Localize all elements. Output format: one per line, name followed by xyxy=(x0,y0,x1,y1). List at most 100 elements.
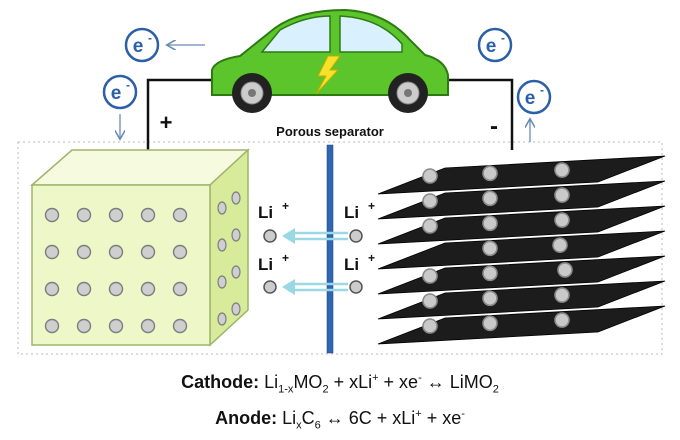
anode-lithium-sphere xyxy=(422,293,438,309)
anode-lithium-sphere xyxy=(422,193,438,209)
cathode-site-dot xyxy=(140,318,156,334)
positive-terminal-label: + xyxy=(160,110,173,135)
cathode-site-dot xyxy=(140,244,156,260)
cathode-site-dot xyxy=(140,281,156,297)
negative-terminal-label: - xyxy=(490,113,498,140)
cathode-equation-label: Cathode: xyxy=(181,372,260,392)
graphite-sheet xyxy=(377,280,666,320)
cathode-side-dot xyxy=(217,275,227,289)
anode-equation: Anode: LixC6 ↔ 6C + xLi+ + xe- xyxy=(215,408,465,432)
ion-arrow-lower xyxy=(282,279,348,295)
cathode-side-dot xyxy=(217,312,227,326)
anode-lithium-sphere xyxy=(554,187,570,203)
graphite-sheet xyxy=(377,230,666,270)
electrolyte-frame xyxy=(17,141,663,355)
porous-separator xyxy=(326,144,334,354)
electron-badge-right: e - xyxy=(516,79,552,115)
anode-lithium-sphere xyxy=(554,312,570,328)
graphite-sheet xyxy=(377,305,666,345)
cathode-site-dot xyxy=(108,318,124,334)
anode-graphite-layers xyxy=(377,155,666,345)
graphite-sheet xyxy=(377,180,666,220)
graphite-sheet xyxy=(377,255,666,295)
cathode-site-dot xyxy=(76,207,92,223)
svg-text:-: - xyxy=(148,31,152,45)
svg-text:+: + xyxy=(368,251,375,265)
anode-lithium-sphere xyxy=(482,215,498,232)
cathode-site-dot xyxy=(172,281,188,297)
svg-text:+: + xyxy=(368,199,375,213)
cathode-lithium-sites xyxy=(44,191,241,334)
cathode-site-dot xyxy=(76,318,92,334)
cathode-site-dot xyxy=(172,318,188,334)
ion-arrow-upper xyxy=(282,228,348,244)
svg-text:e: e xyxy=(133,36,144,57)
svg-text:Li: Li xyxy=(258,255,273,274)
electric-car-icon xyxy=(211,8,449,113)
anode-lithium-sphere xyxy=(554,162,570,178)
anode-lithium-sphere xyxy=(422,268,438,284)
anode-lithium-sphere xyxy=(554,212,570,228)
cathode-equation: Cathode: Li1-xMO2 + xLi+ + xe- ↔ LiMO2 xyxy=(181,372,499,396)
circuit-wire-left xyxy=(146,78,225,150)
svg-text:e: e xyxy=(111,83,122,104)
anode-equation-label: Anode: xyxy=(215,408,278,428)
cathode-site-dot xyxy=(44,244,60,260)
cathode-site-dot xyxy=(108,281,124,297)
electron-badge-top-left: e - xyxy=(124,27,160,63)
svg-text:-: - xyxy=(126,78,130,92)
anode-lithium-sphere xyxy=(482,315,498,332)
svg-text:+: + xyxy=(282,251,289,265)
anode-lithium-sphere xyxy=(422,168,438,184)
anode-lithium-sphere xyxy=(554,287,570,303)
car-rear-window xyxy=(339,15,403,53)
anode-lithium-sphere xyxy=(482,265,498,282)
anode-lithium-sphere xyxy=(552,237,568,253)
graphite-sheet xyxy=(377,155,666,195)
lightning-icon xyxy=(315,55,341,95)
cathode-side-dot xyxy=(231,191,241,205)
cathode-side-dot xyxy=(231,265,241,279)
cathode-site-dot xyxy=(76,244,92,260)
svg-text:Li: Li xyxy=(258,203,273,222)
car-front-window xyxy=(260,15,331,53)
cathode-site-dot xyxy=(172,207,188,223)
svg-text:+: + xyxy=(282,199,289,213)
graphite-sheet xyxy=(377,205,666,245)
anode-lithium-sphere xyxy=(557,262,573,278)
anode-lithium-sphere xyxy=(482,290,498,307)
anode-lithium-sphere xyxy=(422,218,438,234)
li-ion-left-lower: Li + xyxy=(258,251,289,294)
svg-text:-: - xyxy=(540,83,544,97)
cathode-site-dot xyxy=(44,318,60,334)
cathode-side-dot xyxy=(217,201,227,215)
svg-text:Li: Li xyxy=(344,255,359,274)
li-ion-left-upper: Li + xyxy=(258,199,289,243)
cathode-site-dot xyxy=(108,244,124,260)
cathode-side-dot xyxy=(231,228,241,242)
cathode-side-dot xyxy=(217,238,227,252)
cathode-side-face xyxy=(209,148,249,347)
li-ion-right-upper: Li + xyxy=(344,199,375,243)
cathode-site-dot xyxy=(76,281,92,297)
cathode-side-dot xyxy=(231,302,241,316)
cathode-site-dot xyxy=(44,281,60,297)
svg-text:Li: Li xyxy=(344,203,359,222)
electron-badge-left: e - xyxy=(102,74,138,110)
cathode-cube xyxy=(30,148,250,347)
anode-lithium-sphere xyxy=(422,318,438,334)
cathode-site-dot xyxy=(108,207,124,223)
separator-label: Porous separator xyxy=(276,124,384,139)
electron-badge-top-right: e - xyxy=(477,27,513,63)
cathode-site-dot xyxy=(172,244,188,260)
svg-text:e: e xyxy=(486,36,497,57)
cathode-site-dot xyxy=(140,207,156,223)
anode-lithium-sphere xyxy=(482,240,498,257)
circuit-wire-right xyxy=(440,78,514,150)
anode-lithium-sphere xyxy=(482,190,498,207)
li-ion-right-lower: Li + xyxy=(344,251,375,294)
svg-text:-: - xyxy=(501,31,505,45)
svg-text:e: e xyxy=(525,88,536,109)
